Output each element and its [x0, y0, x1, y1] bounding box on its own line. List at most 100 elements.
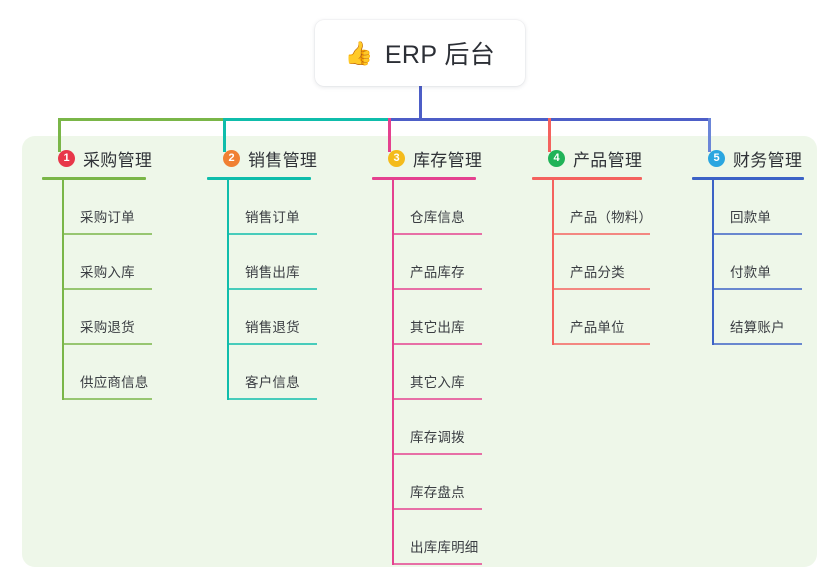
leaf-item-rule [714, 233, 802, 235]
column-spine [227, 180, 229, 400]
column-2: 2 销售管理销售订单销售出库销售退货客户信息 [207, 146, 317, 400]
column-1: 1 采购管理采购订单采购入库采购退货供应商信息 [42, 146, 152, 400]
column-title: 财务管理 [733, 150, 803, 170]
leaf-item-label: 产品（物料） [570, 210, 653, 225]
leaf-item[interactable]: 销售订单 [229, 180, 317, 235]
leaf-item-rule [394, 508, 482, 510]
leaf-item[interactable]: 其它出库 [394, 290, 482, 345]
leaf-item-label: 销售订单 [245, 210, 300, 225]
leaf-item-rule [229, 343, 317, 345]
leaf-item-label: 销售退货 [245, 320, 300, 335]
leaf-item[interactable]: 回款单 [714, 180, 804, 235]
leaf-item-rule [64, 233, 152, 235]
leaf-item[interactable]: 付款单 [714, 235, 804, 290]
leaf-item-label: 库存调拨 [410, 430, 465, 445]
leaf-item[interactable]: 供应商信息 [64, 345, 152, 400]
connector-segment [388, 118, 551, 121]
leaf-item-label: 客户信息 [245, 375, 300, 390]
leaf-item-label: 仓库信息 [410, 210, 465, 225]
column-index-badge: 2 [223, 149, 240, 167]
column-header-5[interactable]: 5 财务管理 [692, 146, 804, 170]
column-items: 采购订单采购入库采购退货供应商信息 [42, 180, 152, 400]
leaf-item-rule [394, 453, 482, 455]
column-index-badge: 1 [58, 149, 75, 167]
leaf-item-rule [64, 343, 152, 345]
root-node-label: ERP 后台 [384, 41, 496, 69]
thumbs-up-icon: 👍 [344, 39, 374, 66]
column-header-rule [207, 177, 311, 180]
column-drop-connector-1 [58, 118, 61, 152]
column-spine [62, 180, 64, 400]
column-index-badge: 5 [708, 149, 725, 167]
column-spine [392, 180, 394, 565]
column-spine [712, 180, 714, 345]
leaf-item-label: 付款单 [730, 265, 772, 280]
leaf-item[interactable]: 销售出库 [229, 235, 317, 290]
leaf-item[interactable]: 采购订单 [64, 180, 152, 235]
leaf-item-label: 出库库明细 [410, 540, 479, 555]
column-index-badge: 4 [548, 149, 565, 167]
leaf-item[interactable]: 产品库存 [394, 235, 482, 290]
leaf-item-rule [64, 288, 152, 290]
column-title: 采购管理 [83, 150, 153, 170]
leaf-item[interactable]: 客户信息 [229, 345, 317, 400]
column-items: 仓库信息产品库存其它出库其它入库库存调拨库存盘点出库库明细 [372, 180, 482, 565]
leaf-item-rule [714, 343, 802, 345]
leaf-item-label: 采购退货 [80, 320, 135, 335]
leaf-item-rule [394, 563, 482, 565]
body-panel [22, 136, 817, 567]
leaf-item[interactable]: 产品分类 [554, 235, 650, 290]
leaf-item-rule [554, 288, 650, 290]
leaf-item-rule [554, 233, 650, 235]
root-node-card[interactable]: 👍 ERP 后台 [315, 20, 525, 86]
leaf-item[interactable]: 其它入库 [394, 345, 482, 400]
leaf-item-label: 回款单 [730, 210, 772, 225]
leaf-item-label: 供应商信息 [80, 375, 149, 390]
leaf-item[interactable]: 采购退货 [64, 290, 152, 345]
leaf-item-rule [64, 398, 152, 400]
leaf-item[interactable]: 库存调拨 [394, 400, 482, 455]
column-title: 销售管理 [248, 150, 318, 170]
leaf-item-label: 销售出库 [245, 265, 300, 280]
leaf-item[interactable]: 库存盘点 [394, 455, 482, 510]
leaf-item[interactable]: 出库库明细 [394, 510, 482, 565]
root-stem-connector [419, 86, 422, 121]
column-drop-connector-3 [388, 118, 391, 152]
column-drop-connector-4 [548, 118, 551, 152]
leaf-item-label: 其它入库 [410, 375, 465, 390]
leaf-item[interactable]: 销售退货 [229, 290, 317, 345]
leaf-item[interactable]: 产品（物料） [554, 180, 652, 235]
leaf-item-label: 采购入库 [80, 265, 135, 280]
column-header-rule [692, 177, 804, 180]
leaf-item[interactable]: 结算账户 [714, 290, 804, 345]
connector-segment [548, 118, 711, 121]
leaf-item-rule [394, 288, 482, 290]
connector-segment [223, 118, 423, 121]
leaf-item-rule [229, 233, 317, 235]
leaf-item-rule [229, 288, 317, 290]
column-header-rule [42, 177, 146, 180]
leaf-item-label: 产品单位 [570, 320, 625, 335]
leaf-item-label: 产品库存 [410, 265, 465, 280]
leaf-item[interactable]: 采购入库 [64, 235, 152, 290]
leaf-item-label: 结算账户 [730, 320, 785, 335]
column-5: 5 财务管理回款单付款单结算账户 [692, 146, 804, 345]
leaf-item-label: 库存盘点 [410, 485, 465, 500]
column-drop-connector-2 [223, 118, 226, 152]
leaf-item-rule [394, 233, 482, 235]
root-node-title: 👍 ERP 后台 [345, 35, 495, 71]
leaf-item[interactable]: 产品单位 [554, 290, 650, 345]
column-items: 销售订单销售出库销售退货客户信息 [207, 180, 317, 400]
column-header-1[interactable]: 1 采购管理 [42, 146, 152, 170]
column-header-rule [532, 177, 642, 180]
column-drop-connector-5 [708, 118, 711, 152]
column-index-badge: 3 [388, 149, 405, 167]
column-header-rule [372, 177, 476, 180]
leaf-item[interactable]: 仓库信息 [394, 180, 482, 235]
column-header-2[interactable]: 2 销售管理 [207, 146, 317, 170]
connector-segment [58, 118, 226, 121]
